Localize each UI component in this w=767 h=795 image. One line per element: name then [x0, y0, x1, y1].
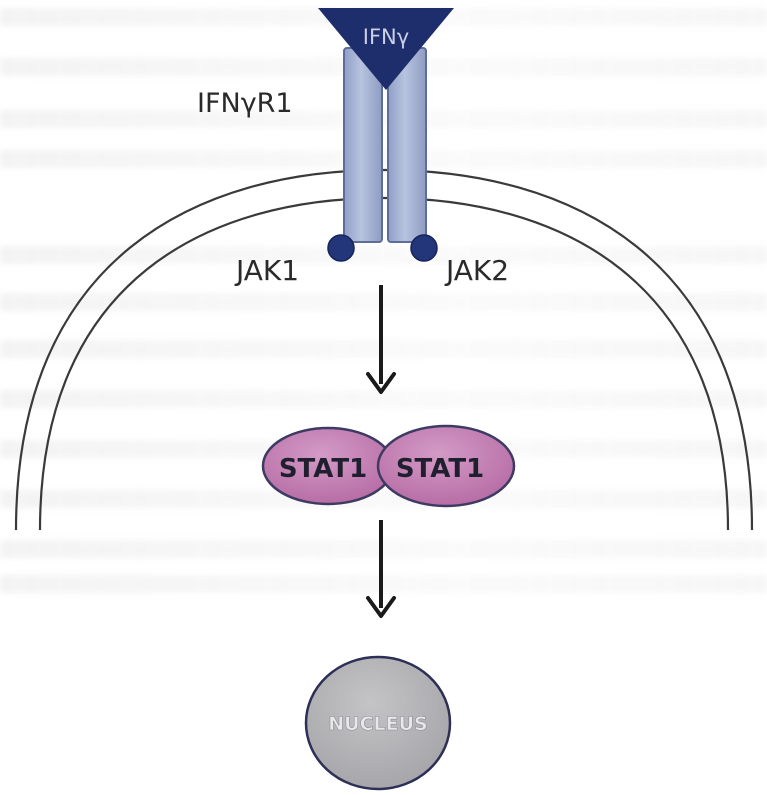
ifng-ligand: [318, 8, 454, 90]
stat1-right-label: STAT1: [396, 454, 484, 484]
jak1-kinase: [328, 235, 354, 261]
ifngr1-label: IFNγR1: [197, 88, 293, 119]
jak2-kinase: [411, 235, 437, 261]
nucleus-label: NUCLEUS: [328, 713, 427, 735]
ifng-label: IFNγ: [363, 25, 409, 49]
stat1-left-label: STAT1: [279, 454, 367, 484]
jak1-label: JAK1: [234, 254, 299, 287]
jak2-label: JAK2: [444, 254, 509, 287]
